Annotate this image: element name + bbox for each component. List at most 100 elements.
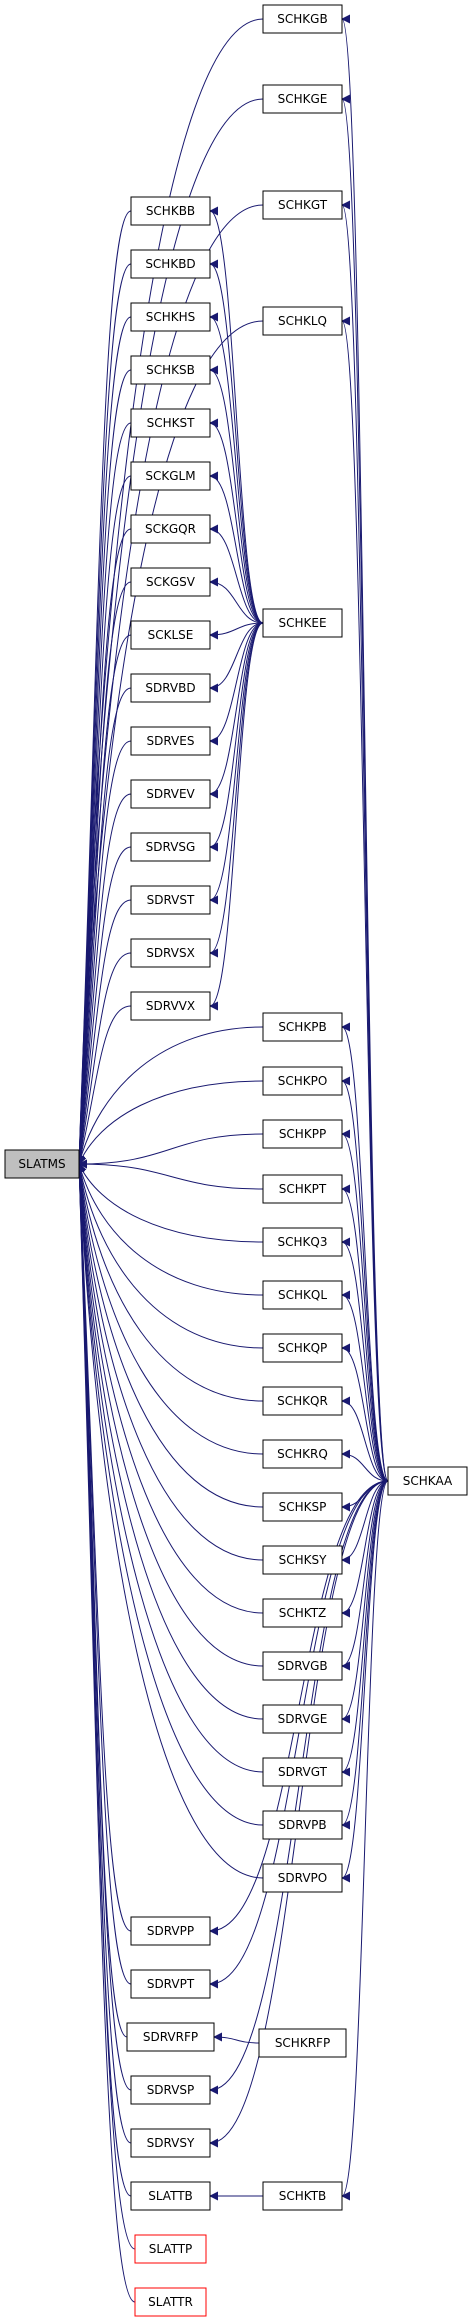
edge-schkaa-to-sdrvgt xyxy=(341,1480,389,1777)
edge-schkaa-to-schkpb xyxy=(341,1022,389,1482)
node-label: SDRVRFP xyxy=(143,2030,198,2044)
edge-sdrvgt-to-slatms xyxy=(74,1163,264,1773)
node-schkrfp[interactable]: SCHKRFP xyxy=(258,2028,347,2058)
node-label: SCHKGT xyxy=(278,198,328,212)
node-sdrvrfp[interactable]: SDRVRFP xyxy=(126,2022,215,2052)
node-schkrq[interactable]: SCHKRQ xyxy=(262,1439,343,1469)
node-box xyxy=(262,1704,343,1734)
node-sckglm[interactable]: SCKGLM xyxy=(130,461,211,491)
node-sdrvev[interactable]: SDRVEV xyxy=(130,779,211,809)
node-box xyxy=(130,2128,211,2158)
node-box xyxy=(130,832,211,862)
node-box xyxy=(262,1492,343,1522)
node-label: SCHKPO xyxy=(278,1074,328,1088)
node-schkgb[interactable]: SCHKGB xyxy=(262,4,343,34)
node-label: SLATMS xyxy=(18,1157,65,1171)
node-label: SDRVPP xyxy=(147,1924,194,1938)
node-schkpo[interactable]: SCHKPO xyxy=(262,1066,343,1096)
node-label: SCHKGE xyxy=(278,92,328,106)
edge-schktz-to-slatms xyxy=(75,1163,264,1614)
node-schksb[interactable]: SCHKSB xyxy=(130,355,211,385)
node-box xyxy=(130,2075,211,2105)
node-sdrvsy[interactable]: SDRVSY xyxy=(130,2128,211,2158)
node-schkgt[interactable]: SCHKGT xyxy=(262,190,343,220)
node-sdrvsx[interactable]: SDRVSX xyxy=(130,938,211,968)
node-label: SCHKBD xyxy=(145,257,195,271)
node-box xyxy=(130,249,211,279)
node-box xyxy=(262,84,343,114)
edge-schkaa-to-schkq3 xyxy=(341,1237,389,1482)
nodes: SCHKGB SCHKGE SCHKGT SCHKBB SCHKBD SCHKHS SCHK… xyxy=(4,4,468,2317)
node-sdrvsg[interactable]: SDRVSG xyxy=(130,832,211,862)
node-schklq[interactable]: SCHKLQ xyxy=(262,306,343,336)
node-schktb[interactable]: SCHKTB xyxy=(262,2181,343,2211)
node-sdrves[interactable]: SDRVES xyxy=(130,726,211,756)
node-sdrvgt[interactable]: SDRVGT xyxy=(262,1757,343,1787)
node-label: SDRVGB xyxy=(277,1659,327,1673)
node-label: SCKGSV xyxy=(146,575,196,589)
node-schkpp[interactable]: SCHKPP xyxy=(262,1119,343,1149)
node-box xyxy=(130,726,211,756)
node-sdrvge[interactable]: SDRVGE xyxy=(262,1704,343,1734)
node-slattp[interactable]: SLATTP xyxy=(134,2234,207,2264)
node-label: SCHKTB xyxy=(279,2189,327,2203)
node-label: SCKGLM xyxy=(145,469,195,483)
node-box xyxy=(130,514,211,544)
node-sdrvpt[interactable]: SDRVPT xyxy=(130,1969,211,1999)
node-slattb[interactable]: SLATTB xyxy=(130,2181,211,2211)
node-label: SLATTR xyxy=(148,2295,193,2309)
edge-schkee-to-sdrvsg xyxy=(209,622,264,852)
node-box xyxy=(262,306,343,336)
node-box xyxy=(130,2181,211,2211)
node-sdrvgb[interactable]: SDRVGB xyxy=(262,1651,343,1681)
node-box xyxy=(262,2181,343,2211)
node-label: SDRVPT xyxy=(147,1977,195,1991)
node-schkqr[interactable]: SCHKQR xyxy=(262,1386,343,1416)
edge-schkpp-to-slatms xyxy=(78,1133,264,1169)
node-schkbb[interactable]: SCHKBB xyxy=(130,196,211,226)
node-schkst[interactable]: SCHKST xyxy=(130,408,211,438)
node-sdrvpb[interactable]: SDRVPB xyxy=(262,1810,343,1840)
node-sdrvbd[interactable]: SDRVBD xyxy=(130,673,211,703)
node-label: SCHKST xyxy=(147,416,196,430)
node-schkqp[interactable]: SCHKQP xyxy=(262,1333,343,1363)
node-box xyxy=(262,1280,343,1310)
node-slattr[interactable]: SLATTR xyxy=(134,2287,207,2317)
node-sdrvpp[interactable]: SDRVPP xyxy=(130,1916,211,1946)
node-box xyxy=(262,1598,343,1628)
node-schkge[interactable]: SCHKGE xyxy=(262,84,343,114)
node-schkpb[interactable]: SCHKPB xyxy=(262,1012,343,1042)
edge-sckgqr-to-slatms xyxy=(74,528,132,1165)
node-sckgsv[interactable]: SCKGSV xyxy=(130,567,211,597)
node-schksy[interactable]: SCHKSY xyxy=(262,1545,343,1575)
node-slatms[interactable]: SLATMS xyxy=(4,1149,80,1179)
edge-schkrq-to-slatms xyxy=(75,1163,264,1455)
node-schkql[interactable]: SCHKQL xyxy=(262,1280,343,1310)
node-schkq3[interactable]: SCHKQ3 xyxy=(262,1227,343,1257)
edge-schkaa-to-schkqp xyxy=(341,1343,389,1482)
node-schkpt[interactable]: SCHKPT xyxy=(262,1174,343,1204)
edge-schkaa-to-sdrvpb xyxy=(341,1480,389,1830)
node-schksp[interactable]: SCHKSP xyxy=(262,1492,343,1522)
node-sdrvst[interactable]: SDRVST xyxy=(130,885,211,915)
node-schktz[interactable]: SCHKTZ xyxy=(262,1598,343,1628)
node-scklse[interactable]: SCKLSE xyxy=(130,620,211,650)
node-box xyxy=(130,938,211,968)
node-sdrvsp[interactable]: SDRVSP xyxy=(130,2075,211,2105)
edge-sdrvpp-to-slatms xyxy=(74,1163,132,1932)
node-schkbd[interactable]: SCHKBD xyxy=(130,249,211,279)
node-schkee[interactable]: SCHKEE xyxy=(262,608,343,638)
node-schkaa[interactable]: SCHKAA xyxy=(387,1466,468,1496)
edge-sdrvpt-to-slatms xyxy=(74,1163,132,1985)
node-label: SCHKRFP xyxy=(275,2036,330,2050)
node-sdrvpo[interactable]: SDRVPO xyxy=(262,1863,343,1893)
node-sdrvvx[interactable]: SDRVVX xyxy=(130,991,211,1021)
edge-sdrvpb-to-slatms xyxy=(74,1163,264,1826)
edge-sdrvgb-to-slatms xyxy=(75,1163,264,1667)
edge-sdrvst-to-slatms xyxy=(75,899,132,1165)
node-label: SDRVPO xyxy=(278,1871,327,1885)
node-schkhs[interactable]: SCHKHS xyxy=(130,302,211,332)
node-sckgqr[interactable]: SCKGQR xyxy=(130,514,211,544)
edge-schkaa-to-schkpp xyxy=(341,1129,389,1482)
node-label: SCHKPT xyxy=(279,1182,327,1196)
